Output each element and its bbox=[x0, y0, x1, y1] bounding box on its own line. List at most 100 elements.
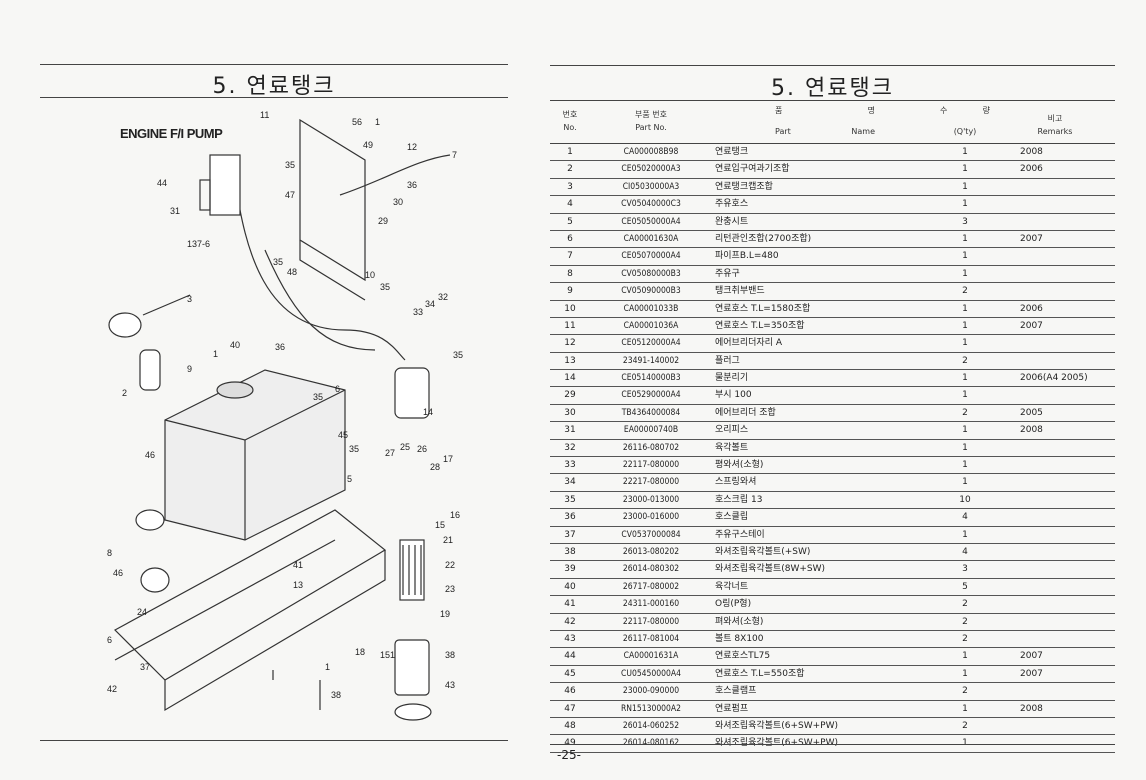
header-remarks-en: Remarks bbox=[1037, 127, 1073, 136]
row-number: 38 bbox=[564, 546, 576, 557]
part-number: 22117-080000 bbox=[622, 616, 680, 627]
callout: 7 bbox=[452, 150, 457, 160]
header-no-ko: 번호 bbox=[562, 110, 578, 119]
callout: 38 bbox=[445, 650, 455, 660]
part-name: 연료호스 T.L=1580조합 bbox=[715, 303, 811, 314]
callout: 18 bbox=[355, 647, 365, 657]
quantity: 1 bbox=[962, 233, 968, 244]
exploded-parts-diagram: ENGINE F/I PUMP 11 56 1 49 12 7 35 36 44… bbox=[107, 110, 463, 721]
quantity: 3 bbox=[962, 216, 968, 227]
part-number: 23000-016000 bbox=[622, 512, 680, 523]
callout: 36 bbox=[407, 180, 417, 190]
part-name: 연료호스TL75 bbox=[715, 651, 771, 662]
part-name: 와셔조립육각볼트(6+SW+PW) bbox=[715, 720, 839, 731]
remark: 2007 bbox=[1020, 233, 1043, 244]
part-name: 볼트 8X100 bbox=[715, 633, 764, 644]
quantity: 2 bbox=[962, 686, 968, 697]
row-number: 47 bbox=[564, 703, 576, 714]
callout: 2 bbox=[122, 388, 127, 398]
row-number: 49 bbox=[564, 738, 576, 749]
header-no: 번호 No. bbox=[550, 108, 590, 134]
quantity: 10 bbox=[959, 494, 971, 505]
part-number: CE05050000A4 bbox=[621, 216, 681, 227]
callout: 28 bbox=[430, 462, 440, 472]
part-number: 22217-080000 bbox=[622, 477, 680, 488]
row-number: 5 bbox=[567, 216, 573, 227]
row-number: 14 bbox=[564, 373, 576, 384]
part-name: 주유구 bbox=[715, 268, 740, 279]
callout: 46 bbox=[113, 568, 123, 578]
part-number: CE05020000A3 bbox=[621, 164, 681, 175]
quantity: 1 bbox=[962, 164, 968, 175]
part-number: 24311-000160 bbox=[622, 599, 680, 610]
quantity: 1 bbox=[962, 303, 968, 314]
callout: 35 bbox=[273, 257, 283, 267]
part-number: CU05450000A4 bbox=[621, 668, 681, 679]
row-number: 43 bbox=[564, 633, 576, 644]
header-name-en-2: Name bbox=[851, 127, 875, 136]
part-name: 주유구스테이 bbox=[715, 529, 765, 540]
part-name: 육각너트 bbox=[715, 581, 749, 592]
part-name: 연료호스 T.L=550조합 bbox=[715, 668, 805, 679]
left-page: 5. 연료탱크 bbox=[0, 0, 545, 780]
row-number: 29 bbox=[564, 390, 576, 401]
row-number: 31 bbox=[564, 425, 576, 436]
page-title: 5. 연료탱크 bbox=[212, 74, 336, 99]
header-qty-ko-1: 수 bbox=[940, 106, 948, 115]
quantity: 2 bbox=[962, 407, 968, 418]
quantity: 1 bbox=[962, 529, 968, 540]
remark: 2005 bbox=[1020, 407, 1043, 418]
part-name: 부시 100 bbox=[715, 390, 752, 401]
part-name: 호스크립 13 bbox=[715, 494, 763, 505]
quantity: 1 bbox=[962, 320, 968, 331]
row-number: 1 bbox=[567, 147, 573, 157]
row-number: 9 bbox=[567, 286, 573, 297]
row-number: 42 bbox=[564, 616, 576, 627]
row-number: 32 bbox=[564, 442, 576, 453]
part-number: CE05140000B3 bbox=[621, 373, 681, 384]
part-name: O링(P형) bbox=[715, 599, 752, 610]
remark: 2006(A4 2005) bbox=[1020, 373, 1088, 384]
callout: 29 bbox=[378, 216, 388, 226]
callout: 35 bbox=[313, 392, 323, 402]
callout: 19 bbox=[440, 609, 450, 619]
callout: 3 bbox=[187, 294, 192, 304]
quantity: 1 bbox=[962, 738, 968, 749]
part-number: CE05290000A4 bbox=[621, 390, 681, 401]
quantity: 1 bbox=[962, 442, 968, 453]
callout: 6 bbox=[107, 635, 112, 645]
header-name-en-1: Part bbox=[775, 127, 791, 136]
row-number: 6 bbox=[567, 233, 573, 244]
header-remarks: 비고 Remarks bbox=[1025, 112, 1085, 138]
callout: 26 bbox=[417, 444, 427, 454]
callout: 30 bbox=[393, 197, 403, 207]
quantity: 1 bbox=[962, 460, 968, 471]
callout: 11 bbox=[260, 110, 269, 120]
part-number: 26117-081004 bbox=[622, 633, 680, 644]
part-number: CE05070000A4 bbox=[621, 251, 681, 262]
header-part-ko: 부품 번호 bbox=[635, 110, 667, 119]
callout: 22 bbox=[445, 560, 455, 570]
row-number: 41 bbox=[564, 599, 576, 610]
callout: 35 bbox=[285, 160, 295, 170]
part-number: CI05030000A3 bbox=[622, 181, 680, 192]
part-name: 와셔조립육각볼트(6+SW+PW) bbox=[715, 738, 839, 749]
remark: 2008 bbox=[1020, 147, 1043, 157]
callout: 12 bbox=[407, 142, 417, 152]
remark: 2007 bbox=[1020, 668, 1043, 679]
